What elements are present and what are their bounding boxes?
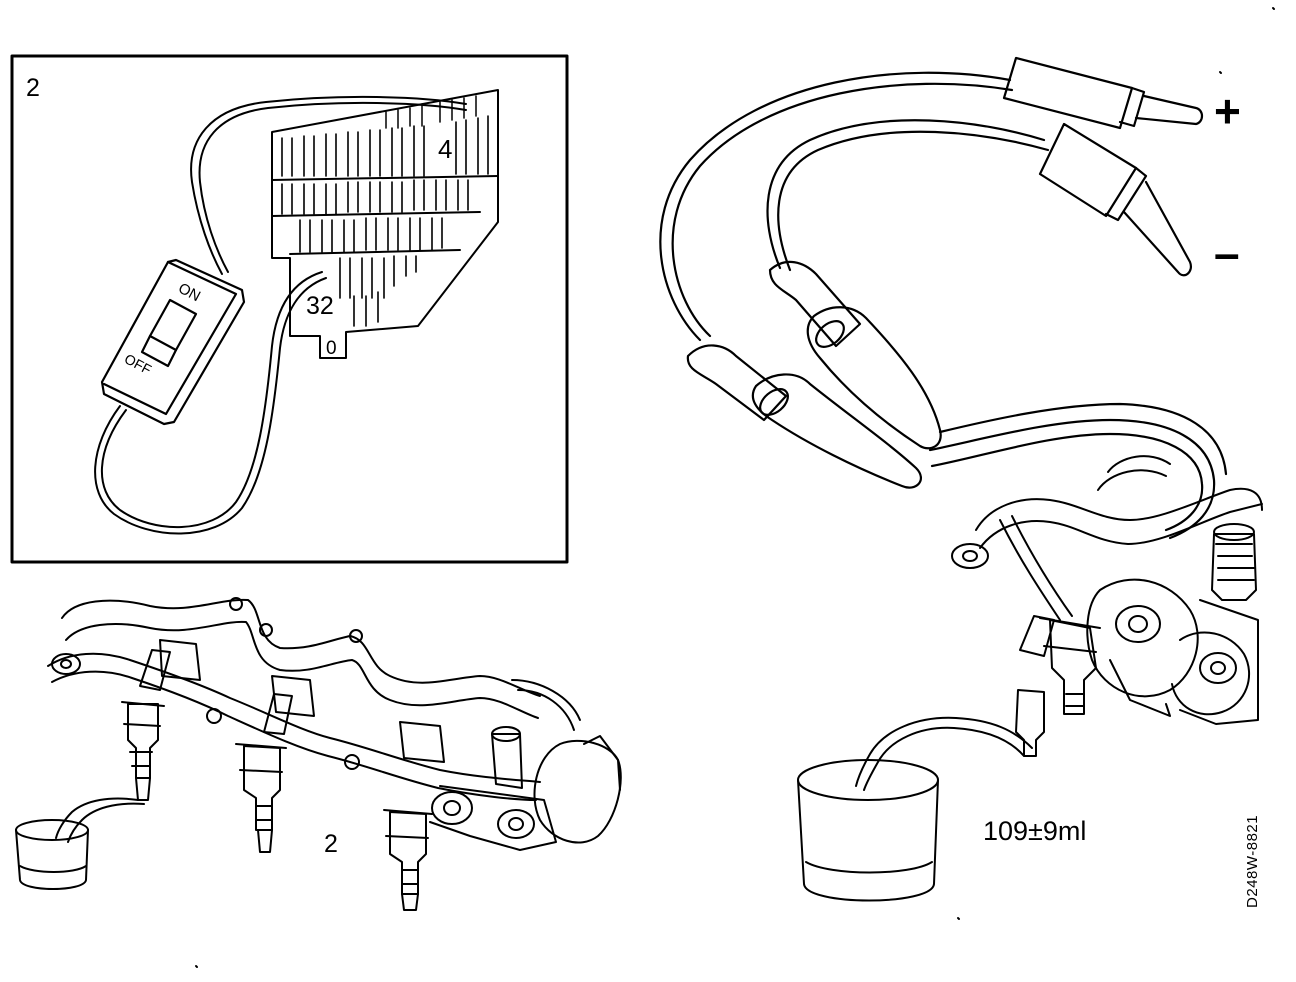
test-leads xyxy=(659,56,1228,540)
beaker-right xyxy=(797,716,1033,902)
minus-terminal-label: – xyxy=(1214,227,1240,279)
fuel-rail-assembly xyxy=(47,597,622,851)
figure-code: D248W-8821 xyxy=(1244,814,1261,908)
inset-frame xyxy=(10,54,569,564)
plus-terminal-label: + xyxy=(1214,85,1241,137)
specks xyxy=(195,7,1275,968)
rail-figure-number: 2 xyxy=(324,830,338,858)
beaker-left xyxy=(15,797,145,890)
fuel-rail-right xyxy=(951,455,1263,757)
inset-wire xyxy=(94,95,467,535)
volume-label: 109±9ml xyxy=(983,816,1087,846)
fuse-tab-label: 0 xyxy=(326,338,337,359)
fuse-label-top: 4 xyxy=(438,134,453,164)
inset-switch xyxy=(100,258,246,426)
fuse-box xyxy=(271,89,499,359)
inset-figure-number: 2 xyxy=(26,74,40,102)
injectors-left xyxy=(121,639,445,911)
fuse-label-bottom: 32 xyxy=(306,292,334,320)
